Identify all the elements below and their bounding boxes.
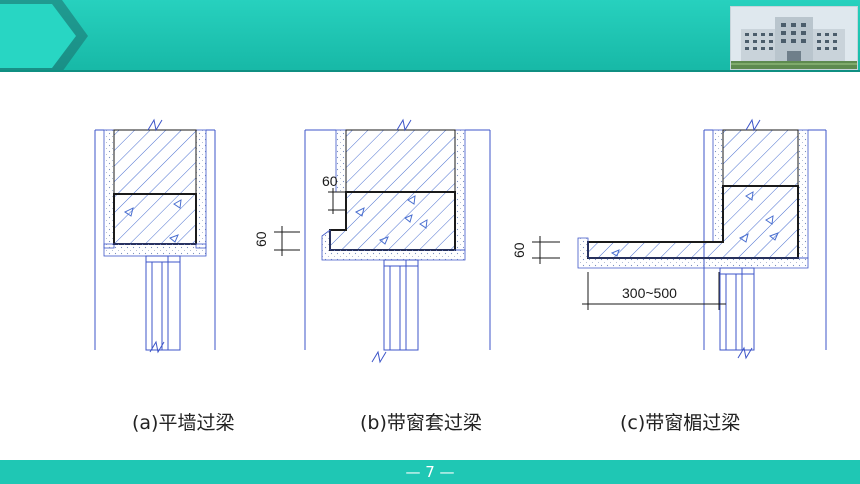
- dim-c-side-label: 60: [511, 242, 527, 258]
- diagram-b-window-frame-lintel: [274, 118, 491, 364]
- caption-a: (a)平墙过梁: [132, 412, 235, 434]
- dim-b-side-label: 60: [253, 231, 269, 247]
- building-logo-image: [730, 6, 858, 70]
- header-bar: [0, 0, 860, 72]
- diagram-c-window-lintel-hood: [532, 118, 827, 360]
- header-decoration: [0, 0, 860, 72]
- caption-b: (b)带窗套过梁: [360, 412, 482, 434]
- caption-c: (c)带窗楣过梁: [620, 412, 741, 434]
- diagram-a-flat-wall-lintel: [94, 118, 216, 354]
- footer-bar: — 7 —: [0, 460, 860, 484]
- lintel-diagram: 60 60 60 300~500: [94, 118, 827, 364]
- dim-b-top-label: 60: [322, 173, 338, 189]
- page-number: — 7 —: [405, 463, 455, 481]
- dim-c-bottom-label: 300~500: [622, 285, 677, 301]
